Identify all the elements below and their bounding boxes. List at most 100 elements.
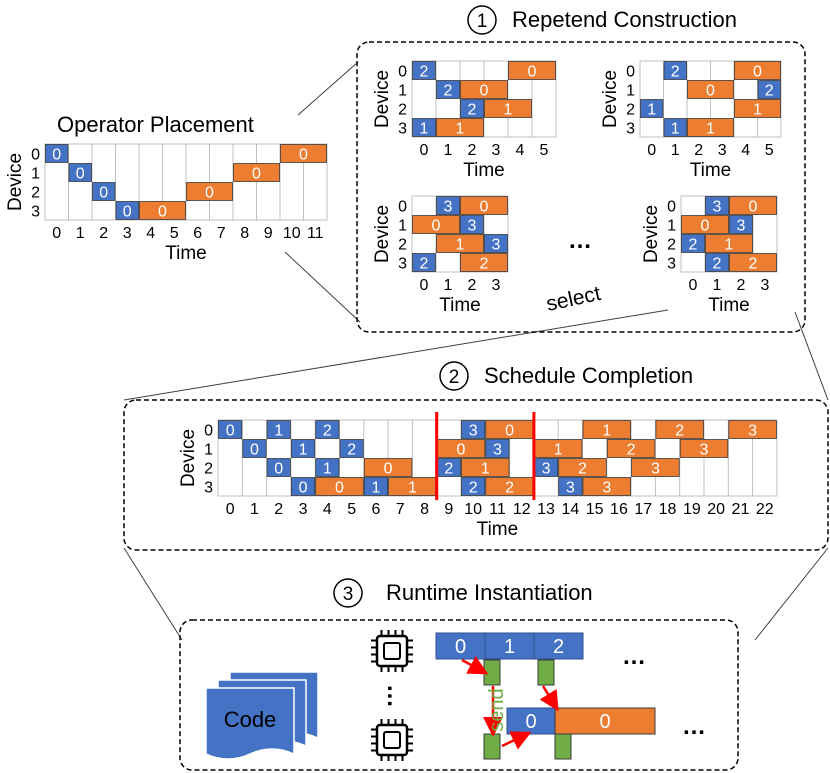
backward-block <box>484 99 532 118</box>
block-label: 1 <box>323 460 332 477</box>
operator-placement-title: Operator Placement <box>57 112 254 137</box>
y-tick-label: 3 <box>31 203 40 220</box>
schedule-frame <box>123 399 829 551</box>
y-axis-label: Device <box>600 70 621 128</box>
backward-block <box>687 80 734 99</box>
forward-block <box>460 215 484 234</box>
forward-block <box>290 477 316 496</box>
y-tick-label: 0 <box>31 146 40 163</box>
x-tick-label: 4 <box>323 501 332 518</box>
y-tick-label: 3 <box>398 255 407 272</box>
y-tick-label: 1 <box>204 441 213 458</box>
x-tick-label: 7 <box>217 225 226 242</box>
runtime-block-label: 1 <box>504 636 515 658</box>
y-axis-label: Device <box>641 205 662 263</box>
x-tick-label: 1 <box>671 142 680 159</box>
forward-block <box>681 234 705 253</box>
x-tick-label: 3 <box>761 277 770 294</box>
send-label: send <box>486 688 508 731</box>
x-tick-label: 2 <box>99 225 108 242</box>
connector-line <box>754 547 829 641</box>
x-tick-label: 10 <box>464 501 482 518</box>
backward-block <box>461 458 510 477</box>
forward-block <box>266 420 291 439</box>
block-label: 0 <box>432 217 441 234</box>
step-number: 1 <box>477 11 488 32</box>
x-tick-label: 8 <box>240 225 249 242</box>
runtime-title: Runtime Instantiation <box>386 580 593 605</box>
step-number: 2 <box>449 367 460 388</box>
block-label: 2 <box>420 255 429 272</box>
backward-block <box>363 458 413 477</box>
x-tick-label: 1 <box>713 277 722 294</box>
forward-block <box>484 234 508 253</box>
block-label: 1 <box>671 120 680 137</box>
block-label: 0 <box>226 422 235 439</box>
block-label: 0 <box>753 63 762 80</box>
forward-block <box>757 80 781 99</box>
x-tick-label: 5 <box>540 142 549 159</box>
connector-line <box>123 547 183 641</box>
select-label: select <box>544 282 603 316</box>
block-label: 2 <box>347 441 356 458</box>
backward-block <box>460 80 508 99</box>
x-tick-label: 3 <box>492 142 501 159</box>
block-label: 2 <box>468 101 477 118</box>
backward-block <box>681 215 729 234</box>
y-tick-label: 2 <box>398 236 407 253</box>
forward-block <box>705 253 729 272</box>
backward-block <box>582 477 631 496</box>
block-label: 3 <box>737 217 746 234</box>
block-label: 1 <box>753 101 762 118</box>
x-tick-label: 1 <box>444 277 453 294</box>
backward-block <box>582 420 631 439</box>
forward-block <box>663 61 687 80</box>
x-tick-label: 0 <box>689 277 698 294</box>
forward-block <box>461 420 486 439</box>
y-tick-label: 3 <box>398 120 407 137</box>
block-label: 1 <box>408 479 417 496</box>
forward-block <box>339 439 364 458</box>
block-label: 0 <box>299 146 308 163</box>
block-label: 0 <box>384 460 393 477</box>
x-tick-label: 9 <box>444 501 453 518</box>
runtime-forward-block <box>435 632 486 660</box>
block-label: 3 <box>748 422 757 439</box>
x-tick-label: 9 <box>264 225 273 242</box>
bottom-ellipsis: … <box>682 713 706 740</box>
y-tick-label: 2 <box>667 236 676 253</box>
forward-block <box>485 439 510 458</box>
forward-block <box>115 201 139 220</box>
chip-icon <box>371 719 413 761</box>
forward-block <box>663 118 687 137</box>
y-tick-label: 2 <box>398 101 407 118</box>
block-label: 0 <box>749 198 758 215</box>
runtime-block-label: 0 <box>525 711 536 733</box>
block-label: 0 <box>250 441 259 458</box>
forward-block <box>436 196 460 215</box>
y-axis-label: Device <box>5 153 26 211</box>
block-label: 2 <box>444 82 453 99</box>
y-tick-label: 0 <box>204 422 213 439</box>
block-label: 1 <box>647 101 656 118</box>
runtime-block-label: 0 <box>599 711 610 733</box>
send-arrow <box>461 656 489 675</box>
x-tick-label: 3 <box>492 277 501 294</box>
backward-block <box>558 458 607 477</box>
y-tick-label: 2 <box>626 101 635 118</box>
x-tick-label: 1 <box>76 225 85 242</box>
x-tick-label: 8 <box>420 501 429 518</box>
x-tick-label: 14 <box>561 501 579 518</box>
send-block <box>554 733 572 760</box>
block-label: 2 <box>578 460 587 477</box>
x-tick-label: 0 <box>420 142 429 159</box>
x-tick-label: 0 <box>420 277 429 294</box>
connector-lines <box>123 61 829 641</box>
runtime-block-label: 2 <box>553 636 564 658</box>
block-label: 2 <box>671 63 680 80</box>
